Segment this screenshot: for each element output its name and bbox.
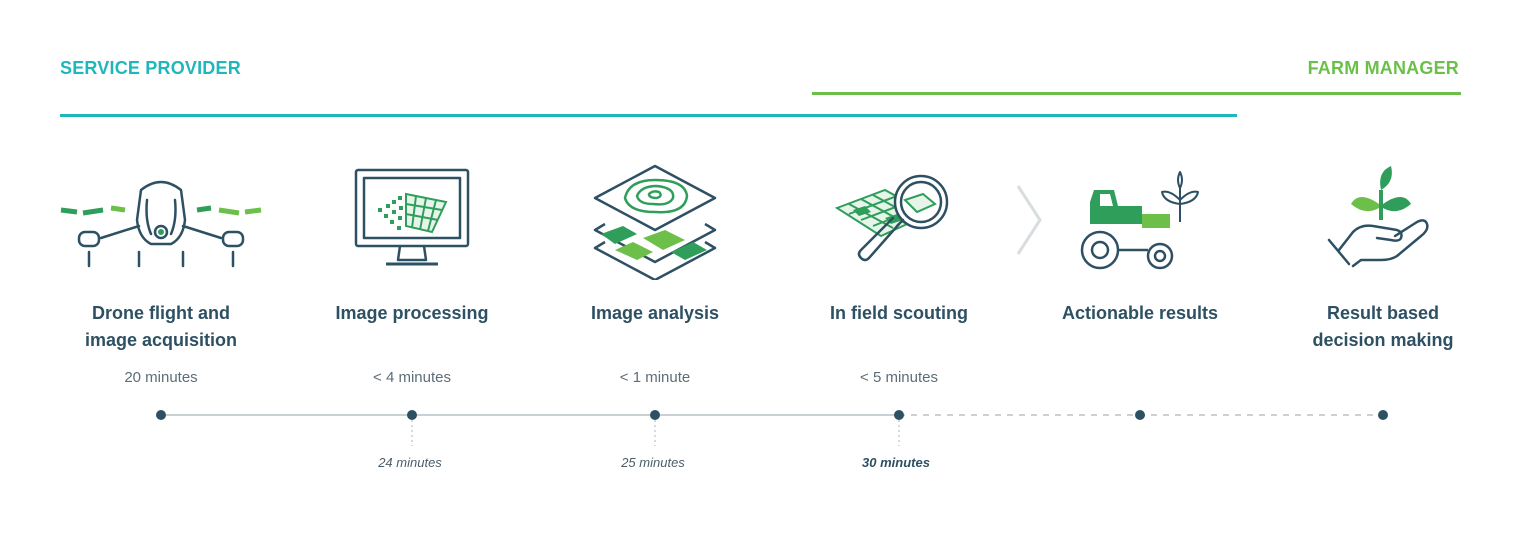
service-provider-bar <box>60 114 1237 117</box>
role-service-provider: SERVICE PROVIDER <box>60 58 241 78</box>
timeline-dot <box>407 410 417 420</box>
step-label: Image processing <box>335 303 489 323</box>
monitor-icon <box>354 168 470 266</box>
timeline <box>156 410 1388 446</box>
cumulative-time: 24 minutes <box>378 455 442 470</box>
role-farm-manager: FARM MANAGER <box>1307 58 1459 78</box>
step-label: Image analysis <box>590 303 720 323</box>
magnifier-icon <box>834 174 949 262</box>
step-duration: < 4 minutes <box>373 369 451 386</box>
layers-icon <box>593 164 717 280</box>
step-duration: 20 minutes <box>124 369 198 386</box>
step-image-analysis: Image analysis < 1 minute <box>545 160 765 387</box>
step-actionable-results: Actionable results <box>1030 160 1250 387</box>
timeline-dot <box>650 410 660 420</box>
step-label: In field scouting <box>830 303 968 323</box>
tractor-icon <box>1080 171 1199 270</box>
step-in-field-scouting: In field scouting < 5 minutes <box>789 160 1009 387</box>
timeline-dot <box>156 410 166 420</box>
step-image-processing: Image processing < 4 minutes <box>302 160 522 387</box>
step-label: Actionable results <box>1061 303 1219 323</box>
cumulative-time: 25 minutes <box>621 455 685 470</box>
cumulative-time-total: 30 minutes <box>862 455 930 470</box>
chevron-right-icon <box>1016 185 1042 255</box>
drone-icon <box>60 180 262 268</box>
farm-manager-bar <box>812 92 1461 95</box>
plant-hand-icon <box>1327 166 1429 268</box>
timeline-dot <box>1135 410 1145 420</box>
step-duration: < 5 minutes <box>860 369 938 386</box>
timeline-dot <box>1378 410 1388 420</box>
step-duration: < 1 minute <box>619 369 691 386</box>
timeline-dot <box>894 410 904 420</box>
